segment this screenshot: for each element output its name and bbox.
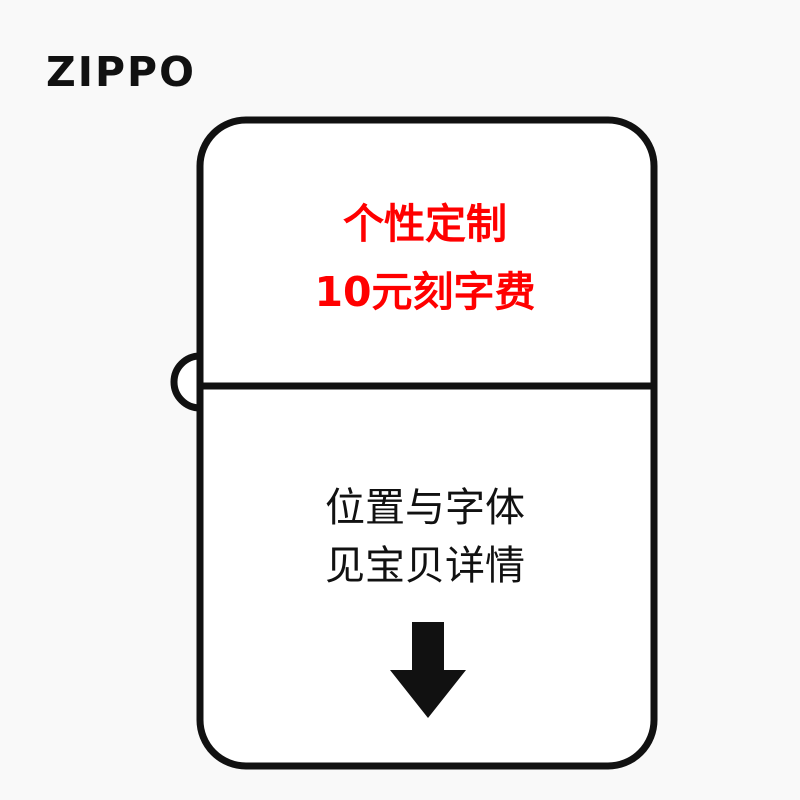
brand-logo: ZIPPO	[46, 48, 196, 96]
custom-engraving-title: 个性定制	[343, 200, 507, 248]
position-font-note: 位置与字体	[325, 485, 525, 531]
lighter-hinge	[170, 352, 201, 412]
arrow-down-icon	[390, 622, 466, 718]
lighter-body	[196, 116, 658, 770]
see-details-note: 见宝贝详情	[325, 543, 525, 589]
engraving-fee-label: 10元刻字费	[314, 268, 536, 316]
